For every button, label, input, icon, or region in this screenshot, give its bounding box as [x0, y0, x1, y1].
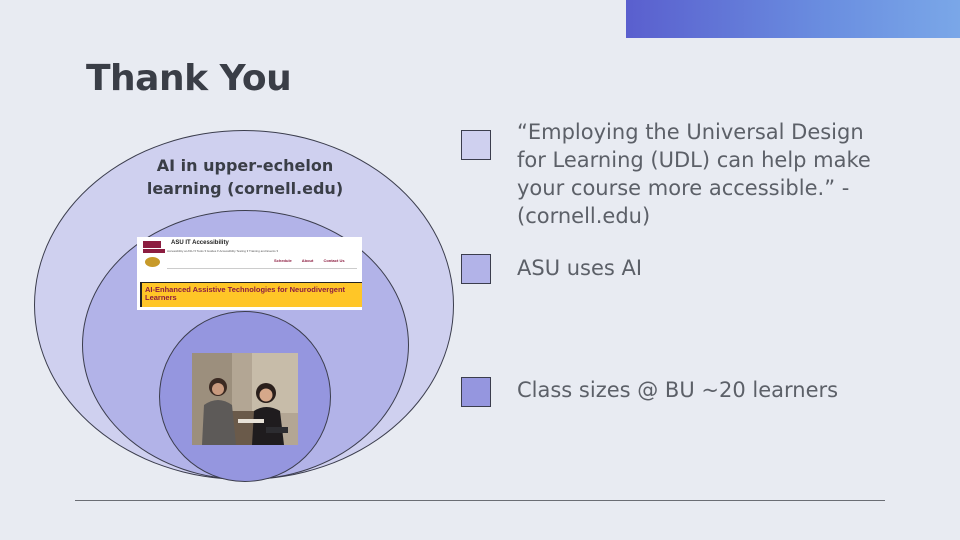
list-bullet-2 — [461, 254, 491, 284]
accent-gradient-bar — [626, 0, 960, 38]
list-item-2-text: ASU uses AI — [517, 256, 643, 280]
screenshot-link-contact: Contact Us — [323, 258, 345, 263]
screenshot-nav: Accessibility at ASU ▾ Tools ▾ Guides ▾ … — [167, 249, 278, 253]
list-item-3-text: Class sizes @ BU ~20 learners — [517, 378, 839, 402]
asu-logo-subtext-icon — [143, 249, 165, 253]
classroom-photo-image — [192, 353, 298, 445]
list-item-1-text: “Employing the Universal Design for Lear… — [517, 120, 871, 228]
screenshot-divider — [167, 268, 357, 269]
list-bullet-3 — [461, 377, 491, 407]
screenshot-banner: AI-Enhanced Assistive Technologies for N… — [140, 282, 362, 307]
screenshot-link-schedule: Schedule — [274, 258, 292, 263]
footer-divider — [75, 500, 885, 501]
asu-logo-icon — [143, 241, 161, 248]
list-bullet-1 — [461, 130, 491, 160]
asu-website-screenshot: ASU IT Accessibility Accessibility at AS… — [137, 237, 362, 310]
screenshot-link-about: About — [301, 258, 314, 263]
venn-outer-label: AI in upper-echelon learning (cornell.ed… — [146, 156, 344, 198]
screenshot-links: Schedule About Contact Us — [274, 258, 354, 263]
badge-icon — [145, 257, 160, 267]
slide-title: Thank You — [86, 58, 292, 99]
screenshot-banner-text: AI-Enhanced Assistive Technologies for N… — [145, 285, 346, 302]
screenshot-site-title: ASU IT Accessibility — [171, 240, 229, 246]
classroom-photo — [192, 353, 298, 445]
